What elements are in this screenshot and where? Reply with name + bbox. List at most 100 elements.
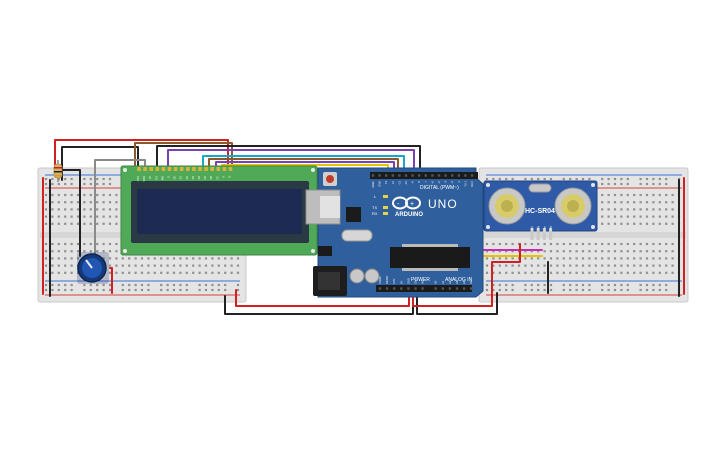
breadboard-hole[interactable] [581,242,585,246]
header-pin[interactable] [437,174,441,177]
breadboard-hole[interactable] [505,264,508,267]
breadboard-hole[interactable] [498,283,501,287]
breadboard-hole[interactable] [185,264,188,267]
breadboard-hole[interactable] [485,177,489,181]
reset-button[interactable] [326,175,334,183]
breadboard-hole[interactable] [594,242,597,246]
breadboard-hole[interactable] [485,283,489,287]
breadboard-hole[interactable] [658,208,661,211]
breadboard-hole[interactable] [192,271,195,274]
breadboard-hole[interactable] [530,264,533,267]
breadboard-hole[interactable] [601,177,604,181]
breadboard-hole[interactable] [543,283,546,287]
breadboard-hole[interactable] [594,264,597,267]
lcd-pin[interactable] [222,167,227,171]
breadboard-hole[interactable] [89,215,92,218]
header-pin[interactable] [424,174,427,177]
lcd-pin[interactable] [137,167,141,171]
breadboard-hole[interactable] [658,250,661,253]
breadboard-hole[interactable] [217,283,220,287]
breadboard-hole[interactable] [89,193,92,197]
breadboard-hole[interactable] [498,242,501,246]
breadboard-hole[interactable] [665,215,668,218]
breadboard-hole[interactable] [652,271,655,274]
breadboard-hole[interactable] [96,201,99,204]
breadboard-hole[interactable] [665,288,668,292]
header-pin[interactable] [421,287,424,290]
breadboard-hole[interactable] [537,288,540,292]
breadboard-hole[interactable] [44,288,48,292]
breadboard-hole[interactable] [601,222,604,225]
breadboard-hole[interactable] [543,264,546,267]
breadboard-hole[interactable] [83,222,86,225]
breadboard-hole[interactable] [64,283,67,287]
breadboard-hole[interactable] [633,193,636,197]
breadboard-hole[interactable] [134,257,137,260]
breadboard-hole[interactable] [96,193,99,197]
breadboard-hole[interactable] [639,215,642,218]
breadboard-hole[interactable] [83,215,86,218]
breadboard-hole[interactable] [645,201,649,204]
breadboard-hole[interactable] [179,264,182,267]
breadboard-hole[interactable] [626,177,629,181]
breadboard-hole[interactable] [620,271,623,274]
breadboard-hole[interactable] [108,182,112,186]
breadboard-hole[interactable] [505,271,508,274]
arduino-uno[interactable]: - + ARDUINO UNO DIGITAL (PWM~) POWER ANA… [305,167,484,298]
breadboard-hole[interactable] [236,271,240,274]
breadboard-hole[interactable] [44,242,48,246]
breadboard-hole[interactable] [217,288,220,292]
breadboard-hole[interactable] [549,283,553,287]
breadboard-hole[interactable] [485,257,489,260]
breadboard-hole[interactable] [198,271,201,274]
breadboard-hole[interactable] [498,264,501,267]
breadboard-hole[interactable] [665,201,668,204]
breadboard-hole[interactable] [633,257,636,260]
breadboard-hole[interactable] [549,271,553,274]
breadboard-hole[interactable] [96,242,99,246]
breadboard-hole[interactable] [108,288,112,292]
breadboard-hole[interactable] [115,215,118,218]
breadboard-hole[interactable] [575,257,578,260]
breadboard-hole[interactable] [89,242,92,246]
breadboard-hole[interactable] [569,242,572,246]
breadboard-hole[interactable] [620,193,623,197]
breadboard-hole[interactable] [64,242,67,246]
breadboard-hole[interactable] [172,271,176,274]
breadboard-hole[interactable] [645,215,649,218]
breadboard-hole[interactable] [613,177,617,181]
breadboard-hole[interactable] [51,271,54,274]
breadboard-hole[interactable] [511,257,514,260]
breadboard-hole[interactable] [70,257,73,260]
breadboard-hole[interactable] [613,257,617,260]
breadboard-hole[interactable] [588,250,591,253]
breadboard-hole[interactable] [626,242,629,246]
breadboard-hole[interactable] [211,288,214,292]
lcd-pin[interactable] [161,167,166,171]
breadboard-hole[interactable] [569,288,572,292]
breadboard-hole[interactable] [64,208,67,211]
breadboard-hole[interactable] [57,257,60,260]
breadboard-hole[interactable] [51,264,54,267]
breadboard-hole[interactable] [581,257,585,260]
breadboard-hole[interactable] [575,288,578,292]
breadboard-hole[interactable] [115,264,118,267]
breadboard-hole[interactable] [83,250,86,253]
breadboard-hole[interactable] [485,250,489,253]
breadboard-hole[interactable] [140,271,144,274]
breadboard-hole[interactable] [601,201,604,204]
breadboard-hole[interactable] [96,288,99,292]
breadboard-hole[interactable] [530,288,533,292]
breadboard-hole[interactable] [626,283,629,287]
breadboard-hole[interactable] [89,283,92,287]
breadboard-hole[interactable] [620,222,623,225]
breadboard-hole[interactable] [102,283,105,287]
breadboard-hole[interactable] [76,242,80,246]
breadboard-hole[interactable] [115,193,118,197]
breadboard-hole[interactable] [492,264,495,267]
breadboard-hole[interactable] [147,264,150,267]
breadboard-hole[interactable] [128,283,131,287]
breadboard-hole[interactable] [64,222,67,225]
breadboard-hole[interactable] [115,257,118,260]
